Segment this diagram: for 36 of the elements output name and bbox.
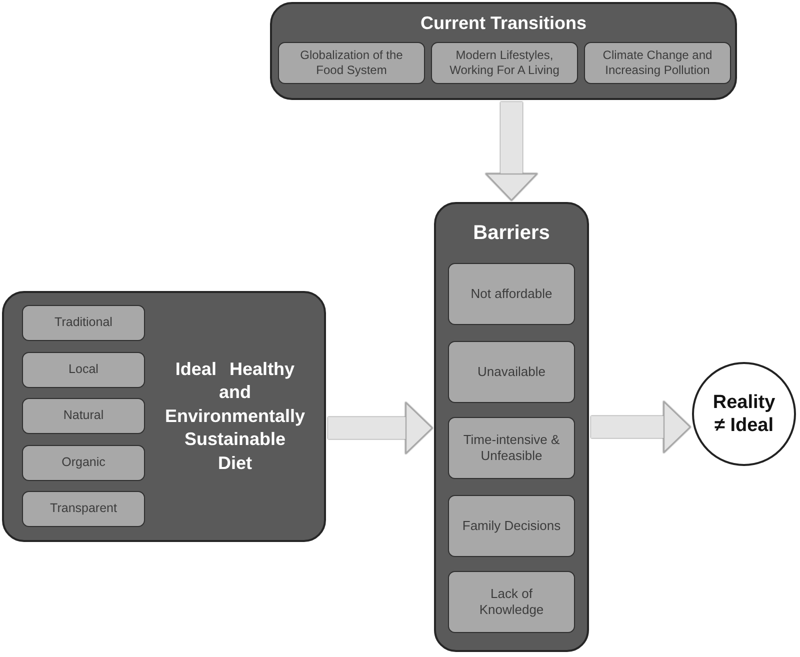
factor-box (22, 491, 145, 527)
factor-box (448, 571, 575, 633)
factor-label: Local (68, 362, 98, 378)
factor-box (22, 352, 145, 388)
group-panel (270, 2, 737, 100)
factor-box (448, 495, 575, 557)
block-arrow (486, 102, 538, 201)
factor-box (431, 42, 578, 84)
factor-label: Unavailable (478, 364, 546, 380)
factor-box (22, 398, 145, 434)
factor-box (448, 341, 575, 403)
factor-box (22, 445, 145, 481)
factor-label: Modern Lifestyles, Working For A Living (448, 48, 560, 78)
group-panel (434, 202, 589, 652)
factor-label: Not affordable (470, 286, 552, 302)
factor-box (22, 305, 145, 341)
factor-label: Climate Change and Increasing Pollution (602, 48, 714, 78)
panel-title: Ideal Healthy and Environmentally Sustainable Diet (164, 358, 306, 475)
factor-label: Organic (62, 455, 106, 471)
panel-title: Barriers (473, 221, 550, 246)
outcome-label: Reality ≠ Ideal (712, 390, 776, 438)
block-arrow (591, 401, 691, 453)
factor-label: Traditional (54, 315, 112, 331)
factor-box (584, 42, 731, 84)
factor-box (448, 417, 575, 479)
factor-label: Family Decisions (462, 518, 561, 534)
factor-box (278, 42, 425, 84)
factor-box (448, 263, 575, 325)
factor-label: Lack of Knowledge (478, 586, 545, 618)
panel-title: Current Transitions (420, 12, 587, 36)
block-arrow (328, 402, 433, 454)
factor-label: Transparent (50, 501, 117, 517)
factor-label: Globalization of the Food System (299, 48, 404, 78)
factor-label: Time-intensive & Unfeasible (462, 432, 561, 464)
factor-label: Natural (63, 408, 104, 424)
group-panel (2, 291, 326, 542)
